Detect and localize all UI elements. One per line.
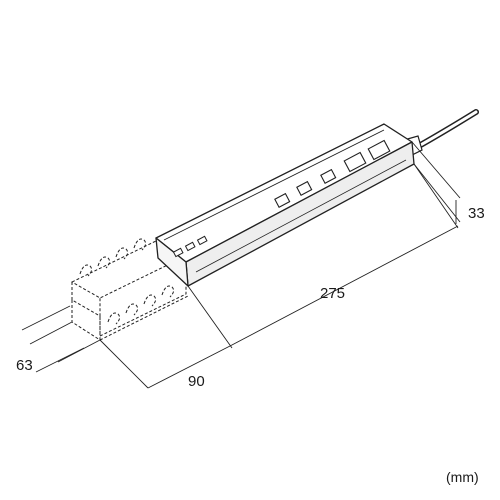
dimension-lines <box>21 141 461 389</box>
unit-label: (mm) <box>446 469 479 485</box>
height-label: 33 <box>468 205 485 222</box>
usb-ports <box>172 235 208 258</box>
outlets <box>274 139 391 208</box>
width-label: 90 <box>188 373 205 390</box>
length-label: 275 <box>320 285 345 302</box>
tray-depth-label: 63 <box>16 357 33 374</box>
power-cord <box>403 109 479 157</box>
